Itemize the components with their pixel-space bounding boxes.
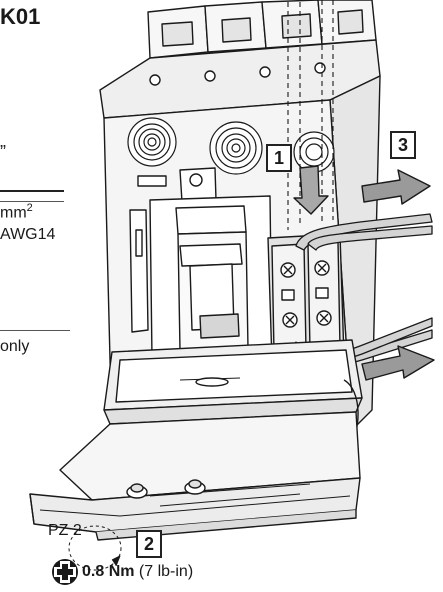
torque-value: 0.8 Nm [82, 563, 135, 580]
step-2-badge: 2 [136, 530, 162, 558]
knockout-circles [127, 117, 335, 175]
step-3-badge: 3 [390, 131, 416, 159]
pozidriv-icon [52, 559, 78, 585]
quote-mark: ” [0, 142, 6, 162]
cover-screws [126, 479, 206, 499]
step-1-badge: 1 [266, 144, 292, 172]
pz2-label: PZ 2 [48, 522, 82, 539]
awg-label: AWG14 [0, 226, 56, 243]
auxiliary-contact-module [267, 233, 345, 363]
step3-arrow-top [361, 169, 431, 205]
rotation-ellipse [68, 525, 122, 571]
wire-size-label: mm2 [0, 202, 33, 222]
only-label: only [0, 338, 30, 355]
hinged-cover [29, 339, 363, 541]
step1-down-arrow [293, 165, 329, 215]
torque-imperial: (7 lb-in) [138, 563, 194, 580]
torque-label: 0.8 Nm (7 lb-in) [82, 563, 193, 581]
table-rule-thick [0, 190, 64, 192]
table-rule-bottom [0, 330, 70, 331]
step3-arrow-bottom [361, 345, 435, 381]
product-code: K01 [0, 4, 41, 29]
table-rule-thin [0, 201, 64, 202]
